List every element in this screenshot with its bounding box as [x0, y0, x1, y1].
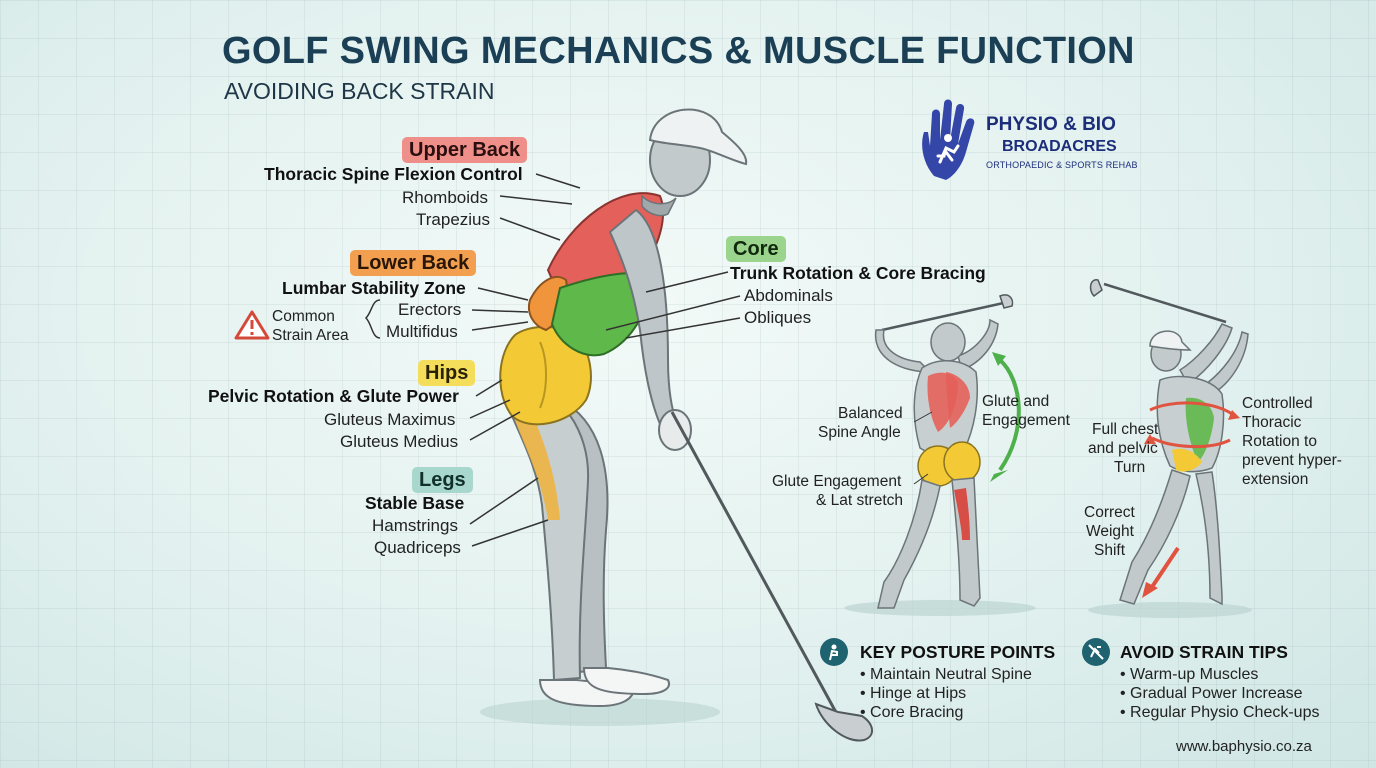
tag-core: Core — [726, 236, 786, 262]
avoid-strain-title: AVOID STRAIN TIPS — [1120, 642, 1288, 662]
label-turn: Turn — [1114, 459, 1146, 476]
label-controlled: Controlled — [1242, 395, 1313, 412]
list-item: Gradual Power Increase — [1120, 684, 1319, 703]
label-extension: extension — [1242, 471, 1309, 488]
label-and-pelvic: and pelvic — [1088, 440, 1158, 457]
list-item: Maintain Neutral Spine — [860, 665, 1032, 684]
backswing-figure — [844, 294, 1036, 616]
hand-runner-icon — [922, 99, 975, 180]
followthrough-figure — [1088, 279, 1252, 618]
label-prevent-hyper: prevent hyper- — [1242, 452, 1342, 469]
muscle-abdominals: Abdominals — [744, 286, 833, 305]
upper-back-heading: Thoracic Spine Flexion Control — [264, 164, 523, 184]
muscle-obliques: Obliques — [744, 308, 812, 327]
muscle-hamstrings: Hamstrings — [372, 516, 458, 535]
tag-legs: Legs — [412, 467, 473, 493]
muscle-rhomboids: Rhomboids — [402, 188, 488, 207]
label-engagement: Engagement — [982, 412, 1070, 429]
label-rotation-to: Rotation to — [1242, 433, 1317, 450]
label-full-chest: Full chest — [1092, 421, 1159, 438]
muscle-quadriceps: Quadriceps — [374, 538, 461, 557]
label-glute-and: Glute and — [982, 393, 1050, 410]
tag-upper-back: Upper Back — [402, 137, 528, 163]
logo-name-2: BROADACRES — [1002, 138, 1117, 155]
website-url: www.baphysio.co.za — [1176, 738, 1312, 755]
page-title: GOLF SWING MECHANICS & MUSCLE FUNCTION — [222, 30, 1135, 72]
muscle-gluteus-maximus: Gluteus Maximus — [324, 410, 456, 429]
key-posture-list: Maintain Neutral Spine Hinge at Hips Cor… — [860, 665, 1032, 722]
list-item: Core Bracing — [860, 703, 1032, 722]
posture-icon — [820, 638, 848, 666]
warning-label-line2: Strain Area — [272, 327, 349, 344]
tag-hips: Hips — [418, 360, 476, 386]
list-item: Warm-up Muscles — [1120, 665, 1319, 684]
muscle-erectors: Erectors — [398, 300, 462, 319]
logo-name: PHYSIO & BIO — [986, 114, 1116, 135]
logo-tagline: ORTHOPAEDIC & SPORTS REHAB — [986, 160, 1138, 170]
legs-heading: Stable Base — [365, 493, 465, 513]
leader-lines — [469, 173, 741, 547]
warning-label-line1: Common — [272, 308, 335, 325]
muscle-gluteus-medius: Gluteus Medius — [340, 432, 459, 451]
main-golfer-figure — [480, 108, 873, 742]
brand-logo: PHYSIO & BIO BROADACRES ORTHOPAEDIC & SP… — [914, 96, 1144, 186]
warning-triangle-icon — [234, 310, 270, 340]
muscle-multifidus: Multifidus — [386, 322, 458, 341]
core-heading: Trunk Rotation & Core Bracing — [730, 263, 986, 283]
avoid-strain-list: Warm-up Muscles Gradual Power Increase R… — [1120, 665, 1319, 722]
muscle-trapezius: Trapezius — [416, 210, 491, 229]
no-strain-icon — [1082, 638, 1110, 666]
label-glute-engagement: Glute Engagement — [772, 473, 902, 490]
list-item: Regular Physio Check-ups — [1120, 703, 1319, 722]
page-subtitle: AVOIDING BACK STRAIN — [224, 78, 495, 104]
tag-lower-back: Lower Back — [350, 250, 477, 276]
label-weight: Weight — [1086, 523, 1134, 540]
list-item: Hinge at Hips — [860, 684, 1032, 703]
hips-heading: Pelvic Rotation & Glute Power — [208, 386, 459, 406]
label-balanced: Balanced — [838, 405, 903, 422]
label-shift: Shift — [1094, 542, 1126, 559]
label-thoracic: Thoracic — [1242, 414, 1302, 431]
label-correct: Correct — [1084, 504, 1135, 521]
label-lat-stretch: & Lat stretch — [816, 492, 904, 509]
lower-back-heading: Lumbar Stability Zone — [282, 278, 466, 298]
label-spine-angle: Spine Angle — [818, 424, 901, 441]
key-posture-title: KEY POSTURE POINTS — [860, 642, 1056, 662]
